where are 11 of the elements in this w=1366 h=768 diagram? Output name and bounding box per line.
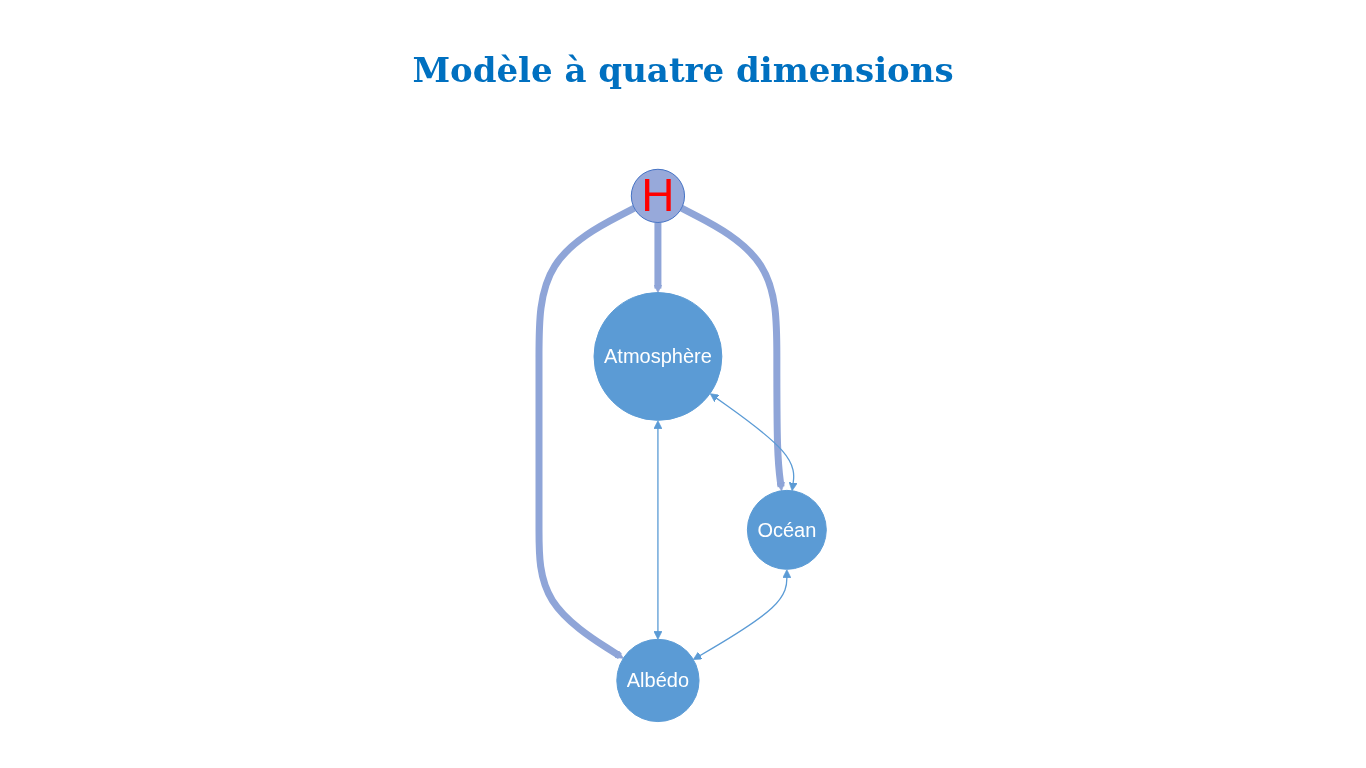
arrow [653, 222, 663, 293]
node-circle: Océan [747, 489, 828, 570]
node-circle: H [631, 168, 686, 224]
diagram-title: Modèle à quatre dimensions [412, 50, 954, 90]
arrow [680, 205, 786, 492]
arrow [710, 393, 798, 492]
node-circle: Atmosphère [593, 292, 723, 421]
arrow [653, 420, 663, 640]
node-circle: Albédo [616, 638, 700, 723]
arrow [535, 205, 637, 660]
arrow [693, 569, 792, 660]
